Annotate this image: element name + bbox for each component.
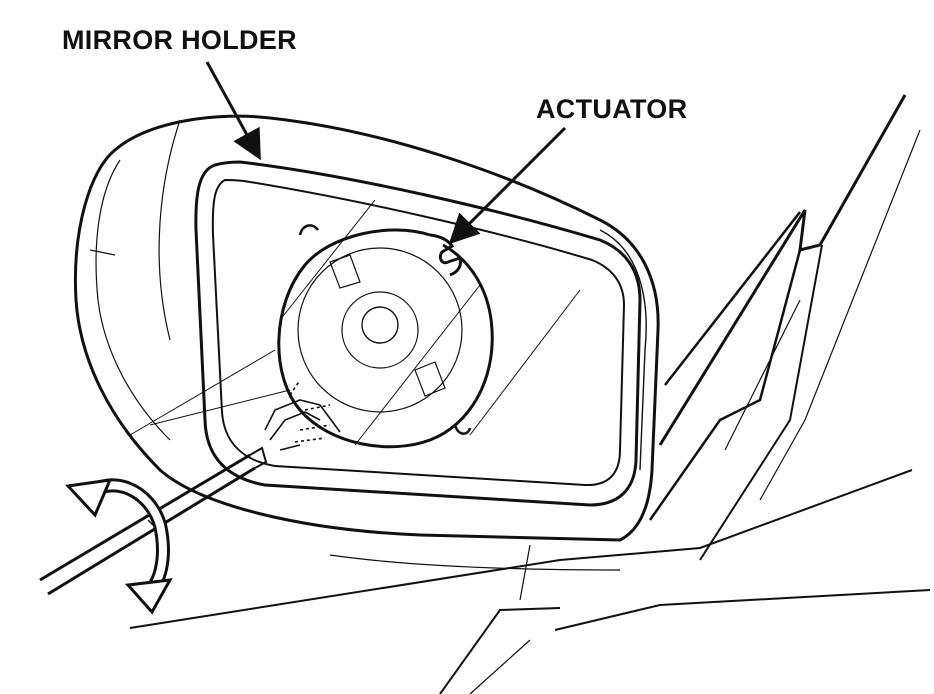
actuator-leader-arrow [448, 126, 567, 245]
wire-harness [264, 379, 341, 451]
mirror-holder-label: MIRROR HOLDER [62, 25, 297, 55]
mirror-holder-frame [194, 160, 642, 507]
mirror-stay [648, 94, 921, 561]
rotate-direction-arrow [64, 478, 173, 615]
door-panel-lines [129, 469, 931, 694]
actuator-label: ACTUATOR [536, 94, 688, 124]
mirror-holder-leader-arrow [205, 61, 261, 161]
actuator [277, 224, 494, 449]
mirror-housing [73, 114, 660, 601]
glass-reflection-lines [129, 199, 581, 446]
